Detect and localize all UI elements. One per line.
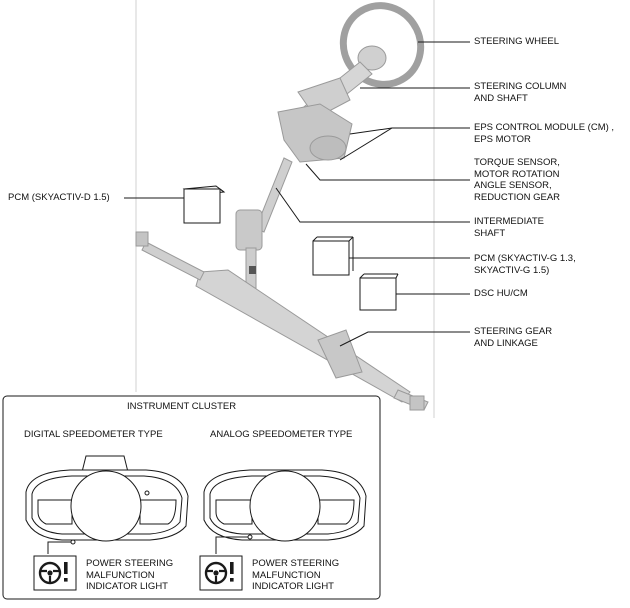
instrument-cluster-panel bbox=[2, 395, 381, 600]
leader-torque-sensor bbox=[305, 163, 470, 181]
rack-boot bbox=[317, 329, 363, 379]
tie-rod-end-left bbox=[135, 231, 149, 247]
warning-light-label-digital: POWER STEERING MALFUNCTION INDICATOR LIG… bbox=[86, 558, 174, 592]
digital-right-pod bbox=[139, 499, 177, 525]
pinion-mark bbox=[249, 266, 256, 274]
analog-indicator-dot bbox=[247, 534, 253, 540]
leader-steering-gear bbox=[339, 331, 470, 347]
label-steering-column: STEERING COLUMN AND SHAFT bbox=[474, 81, 567, 104]
steering-system-illustration bbox=[135, 2, 429, 411]
label-torque-sensor: TORQUE SENSOR, MOTOR ROTATION ANGLE SENS… bbox=[474, 157, 561, 203]
label-steering-wheel: STEERING WHEEL bbox=[474, 36, 559, 47]
label-intermediate-shaft: INTERMEDIATE SHAFT bbox=[474, 216, 545, 239]
steering-wheel bbox=[339, 2, 425, 88]
cluster-title: INSTRUMENT CLUSTER bbox=[127, 401, 237, 412]
digital-indicator-dot-2 bbox=[70, 539, 76, 545]
digital-speedometer-caption: DIGITAL SPEEDOMETER TYPE bbox=[24, 429, 163, 440]
analog-warning-leader bbox=[215, 536, 248, 554]
tie-rod-end-right bbox=[409, 395, 425, 411]
label-steering-gear: STEERING GEAR AND LINKAGE bbox=[474, 326, 553, 349]
intermediate-shaft bbox=[255, 157, 293, 233]
pinion-housing bbox=[235, 209, 263, 251]
digital-indicator-dot bbox=[144, 490, 150, 496]
digital-warning-leader bbox=[47, 541, 71, 554]
pcm-diesel-box bbox=[182, 185, 226, 224]
label-dsc-hu-cm: DSC HU/CM bbox=[474, 288, 528, 299]
steering-wheel-hub bbox=[357, 45, 387, 71]
digital-cluster-illustration bbox=[25, 455, 189, 554]
label-eps-control-module: EPS CONTROL MODULE (CM) , EPS MOTOR bbox=[474, 122, 615, 145]
warning-light-label-analog: POWER STEERING MALFUNCTION INDICATOR LIG… bbox=[252, 558, 340, 592]
analog-center-dial bbox=[249, 470, 321, 542]
power-steering-warning-icon-digital bbox=[33, 555, 77, 591]
label-pcm-gasoline: PCM (SKYACTIV-G 1.3, SKYACTIV-G 1.5) bbox=[474, 253, 576, 276]
analog-cluster-illustration bbox=[203, 469, 367, 554]
digital-cluster-inner bbox=[31, 475, 183, 535]
analog-speedometer-caption: ANALOG SPEEDOMETER TYPE bbox=[210, 429, 353, 440]
analog-right-pod bbox=[317, 499, 355, 525]
analog-left-pod bbox=[215, 499, 253, 525]
pcm-gasoline-box bbox=[312, 236, 354, 276]
dsc-hu-cm-box bbox=[359, 273, 399, 311]
power-steering-warning-icon-analog bbox=[199, 555, 243, 591]
digital-left-pod bbox=[37, 499, 73, 525]
digital-center-dial bbox=[70, 470, 142, 542]
label-pcm-diesel: PCM (SKYACTIV-D 1.5) bbox=[8, 192, 110, 203]
leader-intermediate-shaft bbox=[275, 187, 470, 223]
leader-lines bbox=[124, 41, 470, 347]
tie-rod-left bbox=[141, 241, 205, 281]
digital-display-hood bbox=[81, 455, 129, 473]
eps-motor-shape bbox=[309, 135, 347, 161]
leader-eps-module bbox=[349, 127, 470, 135]
analog-cluster-inner bbox=[209, 475, 361, 535]
leader-eps-motor bbox=[339, 127, 393, 161]
